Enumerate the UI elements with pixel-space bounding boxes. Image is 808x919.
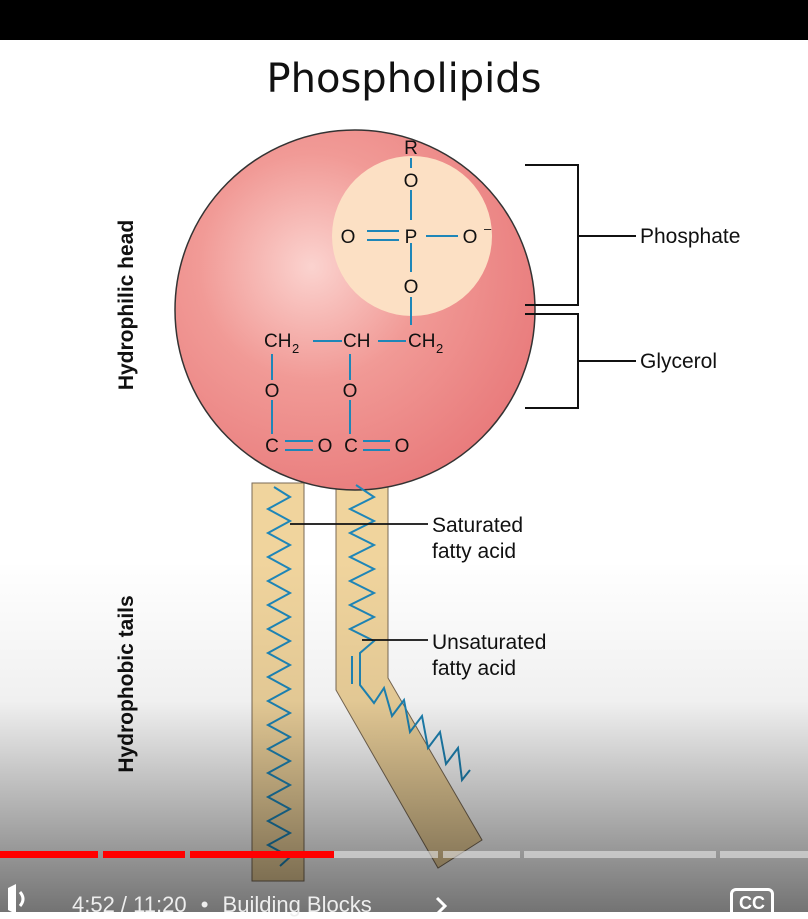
- oxygen-label: O: [343, 381, 358, 402]
- chapter-segment[interactable]: [720, 851, 808, 858]
- player-controls: 4:52 / 11:20 • Building Blocks CC: [0, 866, 808, 918]
- chapter-title[interactable]: Building Blocks: [222, 892, 372, 917]
- progress-fill: [0, 851, 98, 858]
- hydrophilic-head-label: Hydrophilic head: [115, 220, 138, 390]
- chapter-segment[interactable]: [524, 851, 716, 858]
- saturated-label-line2: fatty acid: [432, 540, 516, 563]
- hydrophobic-tails-label: Hydrophobic tails: [115, 595, 138, 772]
- unsaturated-label-line1: Unsaturated: [432, 631, 546, 654]
- chapter-segment[interactable]: [103, 851, 185, 858]
- progress-bar[interactable]: [0, 851, 808, 858]
- glycerol-label: Glycerol: [640, 350, 717, 373]
- chapter-segment[interactable]: [0, 851, 98, 858]
- progress-fill: [103, 851, 185, 858]
- subtitles-button[interactable]: CC: [730, 888, 774, 918]
- carbon-label: C: [344, 436, 358, 457]
- unsaturated-label-line2: fatty acid: [432, 657, 516, 680]
- time-display: 4:52 / 11:20 • Building Blocks: [72, 892, 372, 918]
- ch2-label: CH: [264, 331, 291, 352]
- oxygen-minus-label: O: [463, 227, 478, 248]
- phosphate-group-circle: [332, 156, 492, 316]
- progress-fill: [190, 851, 334, 858]
- subscript-label: 2: [292, 341, 299, 356]
- oxygen-label: O: [318, 436, 333, 457]
- ch2-label: CH: [408, 331, 435, 352]
- time-label: 4:52 / 11:20: [72, 892, 187, 917]
- separator-dot: •: [200, 892, 209, 917]
- r-group-label: R: [404, 138, 418, 159]
- oxygen-label: O: [395, 436, 410, 457]
- video-top-bar: [0, 0, 808, 40]
- phosphorus-label: P: [405, 227, 418, 248]
- oxygen-label: O: [404, 171, 419, 192]
- oxygen-label: O: [404, 277, 419, 298]
- chapter-segment[interactable]: [190, 851, 438, 858]
- volume-icon[interactable]: [0, 884, 34, 914]
- saturated-label-line1: Saturated: [432, 514, 523, 537]
- carbon-label: C: [265, 436, 279, 457]
- negative-charge-label: –: [484, 221, 492, 236]
- oxygen-label: O: [341, 227, 356, 248]
- slide-title: Phospholipids: [266, 56, 542, 102]
- oxygen-label: O: [265, 381, 280, 402]
- ch-label: CH: [343, 331, 370, 352]
- chevron-right-icon[interactable]: [434, 896, 448, 916]
- phosphate-label: Phosphate: [640, 225, 740, 248]
- chapter-segment[interactable]: [443, 851, 520, 858]
- subscript-label: 2: [436, 341, 443, 356]
